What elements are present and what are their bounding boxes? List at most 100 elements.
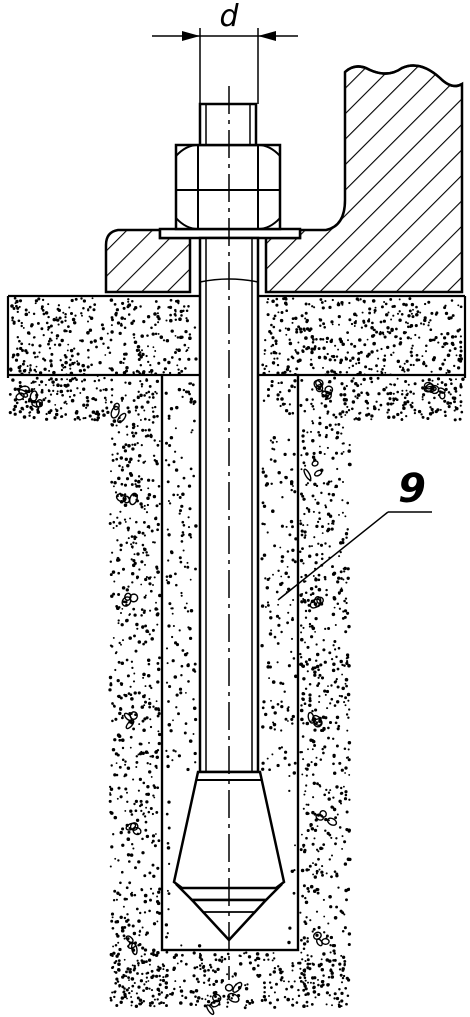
- concrete-dot: [269, 458, 273, 461]
- concrete-dot: [339, 909, 343, 913]
- concrete-dot: [410, 312, 413, 315]
- concrete-dot: [341, 538, 345, 541]
- concrete-dot: [318, 511, 321, 514]
- concrete-dot: [117, 558, 121, 562]
- concrete-dot: [312, 986, 316, 990]
- concrete-dot: [141, 531, 145, 535]
- concrete-dot: [449, 401, 452, 405]
- concrete-dot: [243, 952, 246, 955]
- concrete-dot: [60, 368, 64, 372]
- concrete-dot: [339, 393, 343, 397]
- concrete-dot: [164, 923, 169, 927]
- concrete-dot: [410, 347, 413, 350]
- concrete-dot: [137, 962, 140, 965]
- concrete-dot: [143, 609, 146, 613]
- concrete-dot: [338, 607, 342, 610]
- concrete-dot: [102, 342, 105, 346]
- concrete-dot: [78, 369, 83, 373]
- concrete-dot: [52, 370, 56, 375]
- concrete-dot: [318, 700, 321, 704]
- concrete-dot: [330, 836, 333, 839]
- concrete-dot: [112, 419, 117, 423]
- concrete-dot: [175, 693, 179, 697]
- concrete-dot: [333, 370, 336, 374]
- concrete-dot: [136, 627, 139, 630]
- concrete-dot: [340, 382, 344, 386]
- concrete-dot: [194, 989, 199, 993]
- concrete-dot: [345, 1002, 348, 1006]
- concrete-dot: [325, 872, 328, 875]
- concrete-dot: [147, 958, 152, 962]
- concrete-dot: [180, 540, 184, 543]
- concrete-dot: [286, 997, 291, 1002]
- concrete-dot: [283, 301, 288, 305]
- concrete-dot: [306, 828, 310, 833]
- concrete-dot: [144, 685, 147, 688]
- concrete-dot: [333, 916, 338, 920]
- concrete-dot: [332, 762, 335, 766]
- concrete-dot: [339, 659, 343, 664]
- concrete-dot: [344, 696, 348, 700]
- concrete-dot: [269, 610, 272, 613]
- concrete-dot: [279, 318, 284, 323]
- concrete-dot: [304, 336, 308, 340]
- concrete-dot: [338, 694, 341, 697]
- concrete-dot: [276, 763, 280, 768]
- concrete-dot: [47, 342, 50, 346]
- machine-frame: [264, 64, 464, 294]
- concrete-dot: [344, 790, 348, 794]
- concrete-dot: [176, 493, 179, 497]
- concrete-dot: [93, 339, 97, 343]
- concrete-dot: [446, 401, 450, 405]
- concrete-dot: [292, 452, 296, 456]
- concrete-dot: [289, 370, 292, 373]
- concrete-dot: [324, 817, 328, 822]
- concrete-dot: [155, 707, 158, 710]
- concrete-dot: [59, 415, 62, 418]
- concrete-dot: [340, 791, 344, 795]
- concrete-dot: [68, 363, 72, 367]
- concrete-dot: [422, 362, 426, 366]
- concrete-dot: [450, 382, 453, 385]
- concrete-dot: [283, 690, 286, 693]
- concrete-dot: [139, 979, 144, 983]
- concrete-dot: [323, 915, 326, 918]
- concrete-dot: [130, 891, 134, 894]
- concrete-dot: [149, 887, 153, 890]
- concrete-dot: [423, 318, 427, 323]
- concrete-dot: [111, 954, 114, 958]
- concrete-dot: [345, 371, 349, 374]
- concrete-dot: [440, 332, 443, 336]
- concrete-dot: [318, 318, 321, 321]
- concrete-dot: [132, 333, 136, 336]
- concrete-dot: [326, 370, 330, 374]
- concrete-dot: [321, 847, 324, 850]
- concrete-dot: [184, 962, 188, 966]
- concrete-dot: [343, 570, 346, 573]
- concrete-dot: [119, 706, 122, 710]
- concrete-dot: [316, 891, 320, 895]
- concrete-dot: [344, 793, 348, 797]
- concrete-dot: [136, 996, 140, 1000]
- concrete-dot: [174, 980, 177, 983]
- concrete-dot: [56, 392, 59, 396]
- concrete-dot: [286, 327, 291, 331]
- concrete-dot: [65, 329, 68, 333]
- concrete-dot: [174, 299, 178, 303]
- concrete-dot: [411, 315, 415, 319]
- concrete-dot: [139, 488, 143, 492]
- concrete-dot: [268, 981, 272, 984]
- concrete-dot: [139, 911, 142, 915]
- concrete-dot: [443, 383, 448, 387]
- concrete-dot: [421, 379, 425, 382]
- concrete-dot: [63, 353, 67, 357]
- concrete-dot: [137, 530, 141, 535]
- concrete-dot: [141, 428, 145, 432]
- concrete-dot: [328, 858, 331, 861]
- concrete-dot: [291, 998, 294, 1001]
- concrete-dot: [340, 694, 344, 698]
- concrete-dot: [114, 857, 117, 860]
- concrete-dot: [182, 476, 186, 480]
- concrete-dot: [60, 363, 64, 367]
- concrete-dot: [157, 890, 161, 894]
